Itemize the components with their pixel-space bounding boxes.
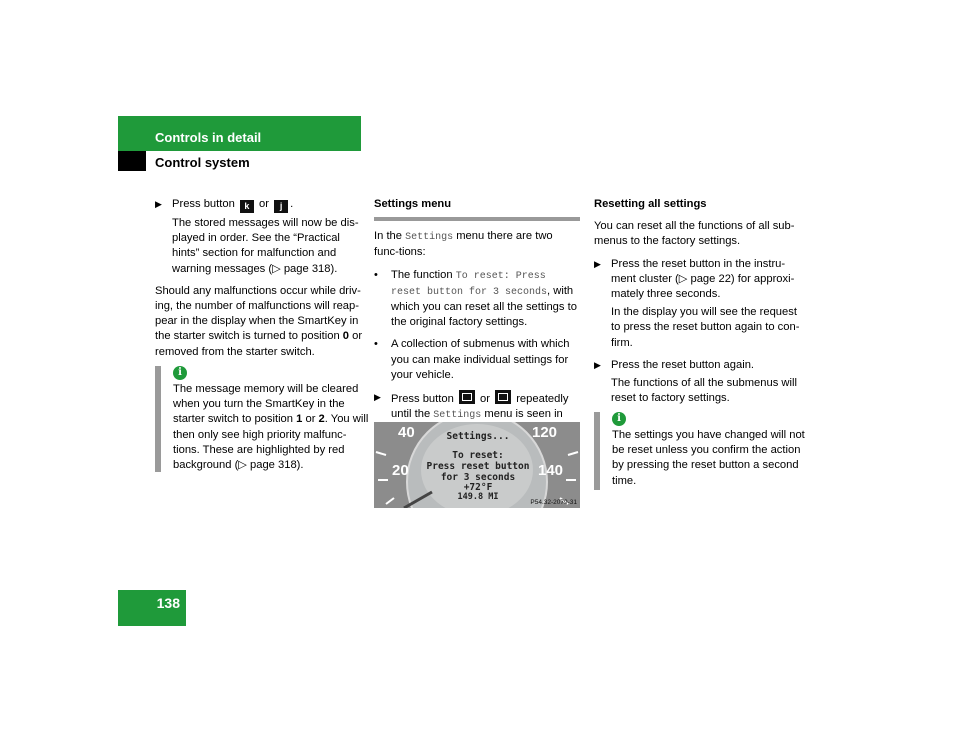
- lcd-line: Press reset button: [426, 461, 530, 472]
- step-result: The stored messages will now be dis-play…: [172, 217, 359, 275]
- key-down-icon: j: [274, 200, 289, 213]
- function-reset-item: • The function To reset: Press reset but…: [374, 268, 577, 329]
- image-reference: P54.32-2079-31: [530, 499, 577, 506]
- dot-bullet-icon: •: [374, 268, 378, 281]
- gauge-label: 40: [398, 424, 415, 441]
- lcd-line: 149.8 MI: [457, 492, 499, 502]
- instrument-display-image: 40 20 120 140 Settings... To reset: Pres…: [374, 422, 580, 508]
- arrow-bullet-icon: ▶: [374, 392, 381, 403]
- section-title: Controls in detail: [155, 130, 262, 145]
- column-middle: Settings menu In the Settings menu there…: [374, 197, 580, 446]
- lcd-line: +72°F: [463, 482, 493, 493]
- info-note-right: i The settings you have changed will not…: [594, 412, 812, 490]
- lcd-line: for 3 seconds: [440, 472, 516, 483]
- gauge-label: 140: [538, 462, 564, 479]
- submenus-item: • A collection of submenus with which yo…: [374, 338, 570, 381]
- page-number: 138: [118, 590, 186, 626]
- reset-heading: Resetting all settings: [594, 198, 707, 210]
- arrow-bullet-icon: ▶: [594, 258, 601, 269]
- gauge-graphic: [374, 422, 580, 508]
- subsection-title: Control system: [155, 155, 250, 170]
- step-press-button: ▶ Press button k or j. The stored messag…: [155, 197, 365, 277]
- arrow-bullet-icon: ▶: [155, 199, 162, 209]
- menu-forward-key-icon: [458, 390, 475, 405]
- lcd-line: Settings...: [446, 431, 510, 442]
- info-note-left: i The message memory will be cleared whe…: [155, 366, 373, 472]
- header-tab: [118, 151, 146, 171]
- header-bar: [118, 116, 361, 151]
- dot-bullet-icon: •: [374, 338, 378, 351]
- info-note-text: The settings you have changed will not b…: [612, 429, 805, 487]
- reset-step-1: ▶ Press the reset button in the instru-m…: [594, 257, 800, 349]
- reset-step-2: ▶ Press the reset button again. The func…: [594, 358, 797, 405]
- info-note-text: The message memory will be cleared when …: [173, 383, 369, 472]
- settings-intro: In the Settings menu there are two func-…: [374, 230, 553, 259]
- key-up-icon: k: [239, 200, 254, 213]
- menu-back-key-icon: [495, 390, 512, 405]
- gauge-label: 20: [392, 462, 409, 479]
- info-icon: i: [612, 412, 626, 426]
- lcd-line: To reset:: [452, 450, 504, 461]
- info-icon: i: [173, 366, 187, 380]
- settings-menu-heading: Settings menu: [374, 197, 580, 222]
- reset-intro: You can reset all the functions of all s…: [594, 220, 795, 248]
- gauge-label: 120: [532, 424, 558, 441]
- column-right: Resetting all settings You can reset all…: [594, 197, 804, 413]
- lcd-screen: Settings... To reset: Press reset button…: [423, 422, 533, 508]
- column-left: ▶ Press button k or j. The stored messag…: [155, 197, 365, 367]
- arrow-bullet-icon: ▶: [594, 359, 601, 370]
- malfunction-paragraph: Should any malfunctions occur while driv…: [155, 284, 363, 358]
